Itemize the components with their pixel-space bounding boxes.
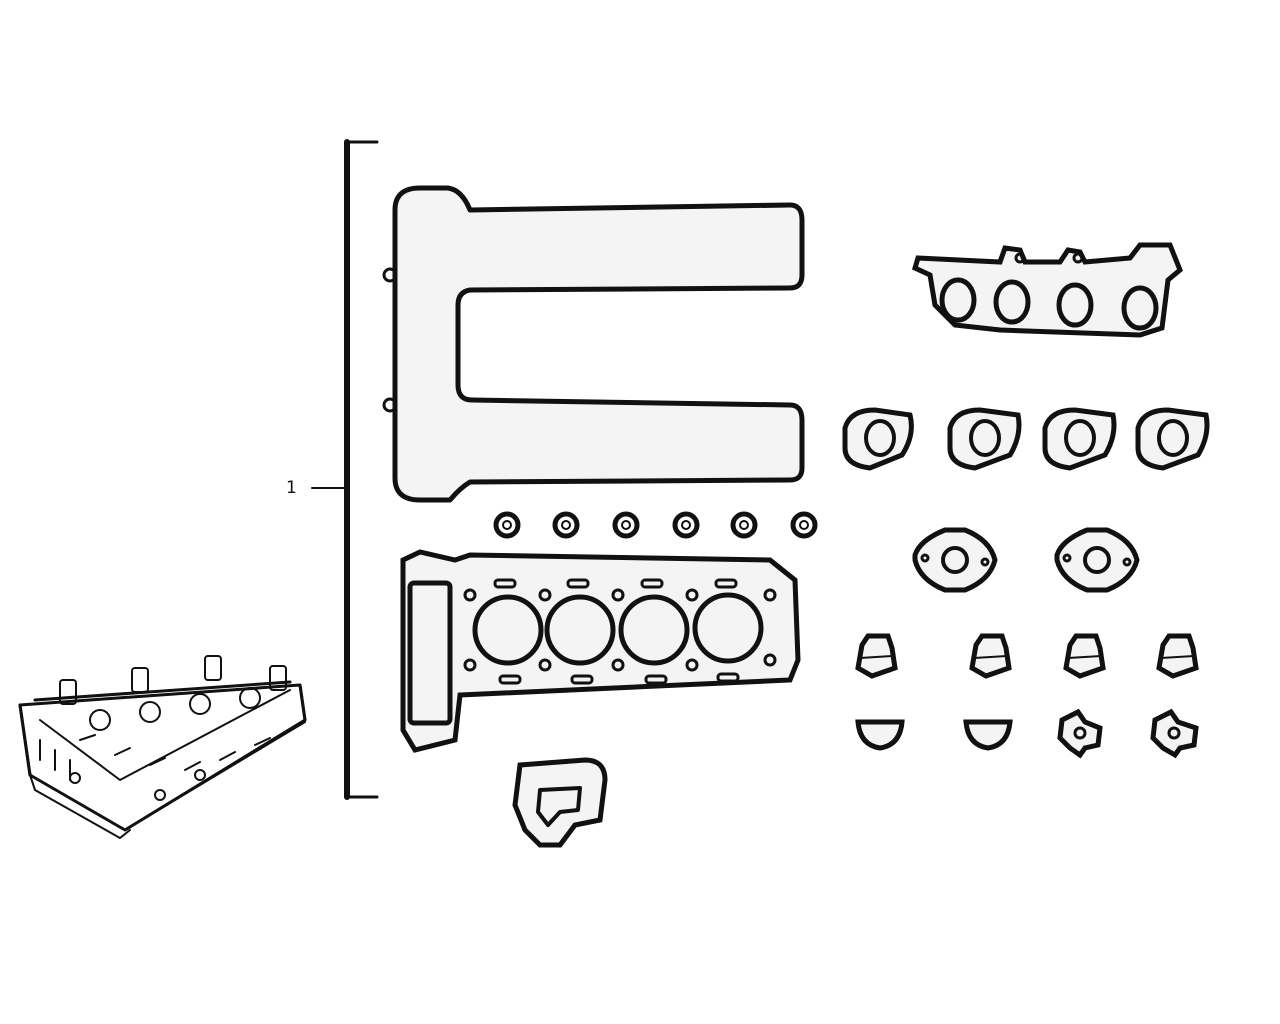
valve-stem-seal-icon [1156, 633, 1199, 679]
kit-bracket [311, 139, 379, 800]
port-gasket-icon [1042, 407, 1117, 471]
valve-stem-seal-icon [855, 633, 898, 679]
port-gasket-icon [1135, 407, 1210, 471]
cylinder-head-gasket-icon [400, 549, 801, 753]
water-outlet-gasket-icon [512, 757, 608, 848]
clip-gasket-icon [1057, 708, 1103, 759]
clip-gasket-icon [1150, 708, 1199, 759]
valve-stem-seal-icon [969, 633, 1012, 679]
seal-ring-icon [612, 511, 640, 539]
half-moon-seal-icon [963, 719, 1013, 751]
manifold-gasket-icon [911, 242, 1183, 338]
seal-ring-icon [790, 511, 818, 539]
seal-ring-icon [672, 511, 700, 539]
flange-gasket-icon [912, 527, 998, 593]
flange-gasket-icon [1054, 527, 1140, 593]
port-gasket-icon [947, 407, 1022, 471]
half-moon-seal-icon [855, 719, 905, 751]
clip-gaskets-row [1057, 708, 1199, 759]
spark-plug-seals-row [493, 511, 818, 539]
seal-ring-icon [493, 511, 521, 539]
port-gasket-icon [842, 407, 914, 471]
seal-ring-icon [730, 511, 758, 539]
cylinder-head-assembly-icon [18, 655, 307, 839]
callout-label-1: 1 [286, 478, 297, 498]
valve-stem-seal-icon [1063, 633, 1106, 679]
port-gaskets-row [842, 407, 1210, 471]
rocker-cover-gasket-icon [382, 185, 805, 503]
flange-gaskets-row [912, 527, 1140, 593]
valve-stem-seals-row [855, 633, 1199, 679]
half-moon-seals-row [855, 719, 1013, 751]
seal-ring-icon [552, 511, 580, 539]
